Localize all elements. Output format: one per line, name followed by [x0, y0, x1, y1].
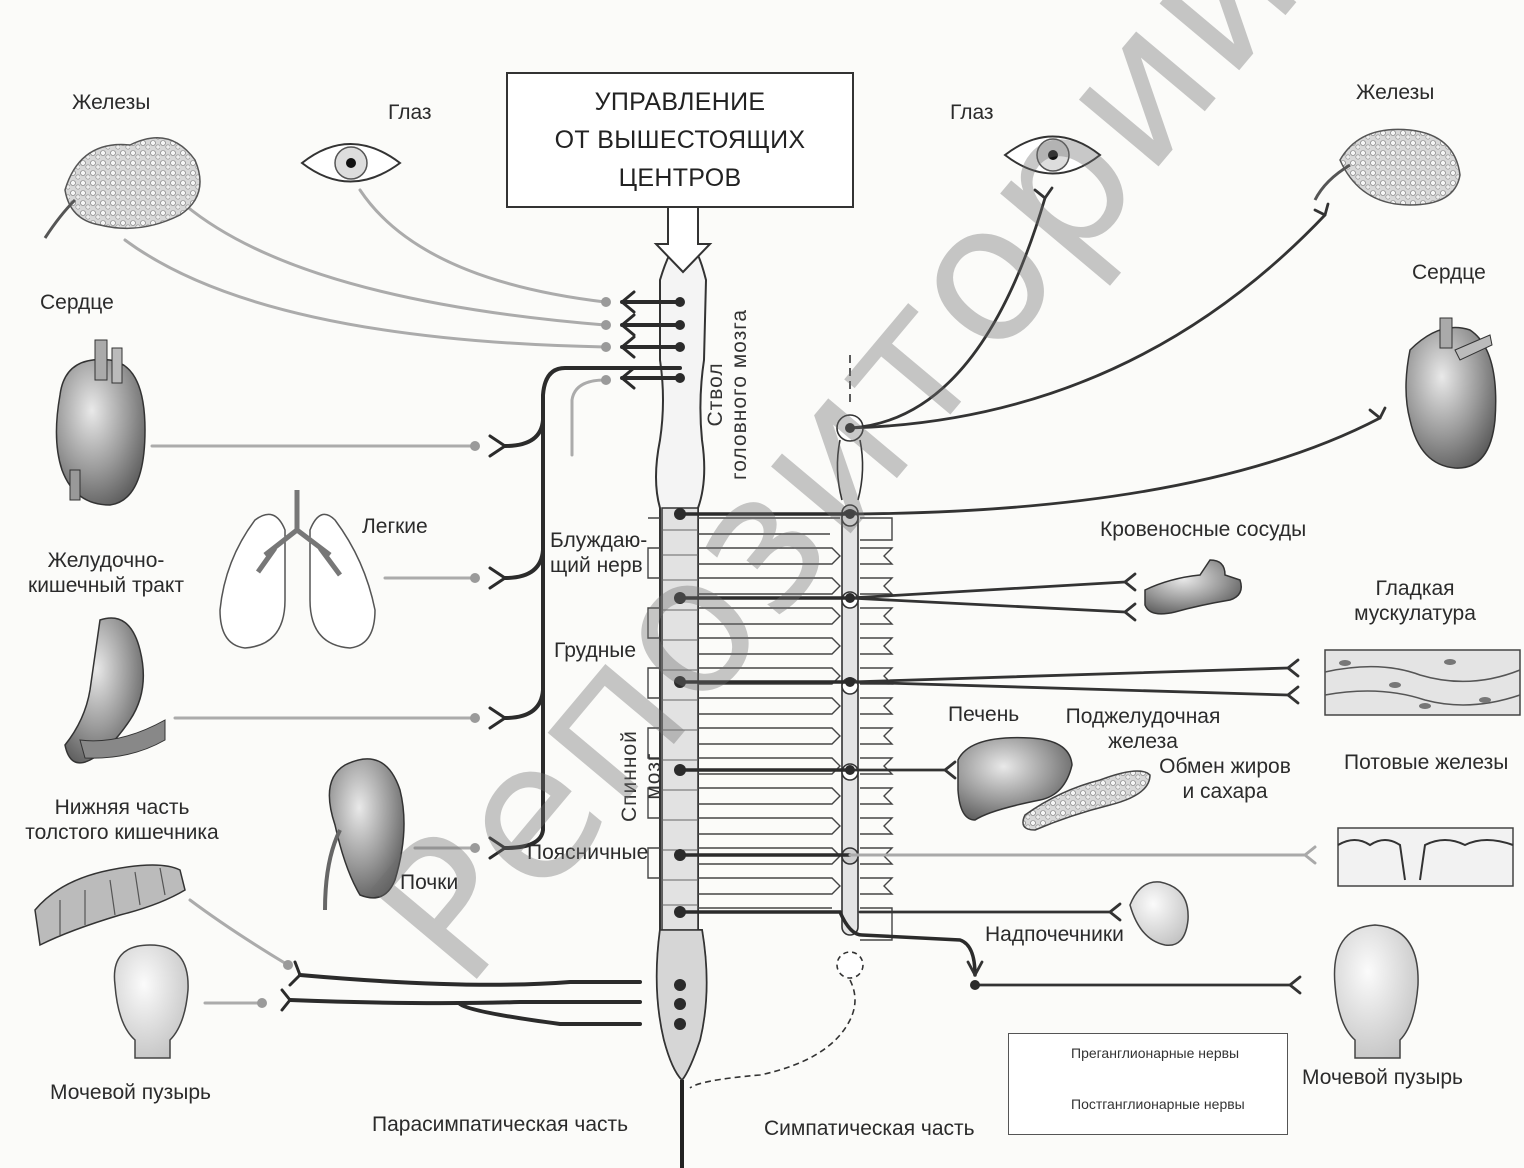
smooth-muscle-illustration: [1325, 650, 1520, 715]
left-eye-illustration: [302, 144, 400, 182]
legend-box: Преганглионарные нервы Постганглионарные…: [1008, 1033, 1288, 1135]
label-gi-tract-line-2: кишечный тракт: [14, 573, 198, 598]
label-spinal-line-1: Спинной: [618, 730, 642, 822]
label-thoracic: Грудные: [554, 638, 636, 663]
label-pancreas-line-1: Поджелудочная: [1058, 704, 1228, 729]
left-gland-illustration: [45, 138, 200, 238]
label-metabolism-line-1: Обмен жиров: [1150, 754, 1300, 779]
control-arrow: [656, 204, 710, 272]
label-brainstem-line-2: головного мозга: [728, 309, 752, 480]
label-left-eye: Глаз: [388, 100, 432, 125]
label-gi-tract: Желудочно- кишечный тракт: [14, 548, 198, 598]
right-gland-illustration: [1315, 129, 1460, 205]
sympathetic-nerves: [674, 188, 1385, 993]
higher-centers-line-3: ЦЕНТРОВ: [619, 159, 742, 197]
label-brainstem-line-1: Ствол: [704, 309, 728, 480]
label-lower-colon: Нижняя часть толстого кишечника: [12, 795, 232, 845]
right-eye-illustration: [1005, 137, 1100, 174]
label-kidneys: Почки: [400, 870, 458, 895]
lungs-illustration: [220, 490, 375, 648]
left-bladder-illustration: [114, 945, 188, 1058]
label-adrenals: Надпочечники: [985, 922, 1124, 947]
kidney-illustration: [325, 759, 404, 910]
label-lower-colon-line-2: толстого кишечника: [12, 820, 232, 845]
label-right-glands: Железы: [1356, 80, 1434, 105]
label-pancreas: Поджелудочная железа: [1058, 704, 1228, 754]
label-vagus-line-1: Блуждаю-: [550, 528, 647, 553]
stomach-illustration: [65, 618, 165, 763]
label-blood-vessels: Кровеносные сосуды: [1100, 517, 1306, 542]
label-sympathetic: Симпатическая часть: [764, 1116, 975, 1141]
blood-vessel-illustration: [1145, 560, 1241, 614]
label-spinal-cord: Спинной мозг: [618, 730, 666, 822]
label-right-heart: Сердце: [1412, 260, 1486, 285]
label-lungs: Легкие: [362, 514, 428, 539]
sweat-gland-illustration: [1338, 828, 1513, 886]
label-parasympathetic: Парасимпатическая часть: [372, 1112, 628, 1137]
higher-centers-line-1: УПРАВЛЕНИЕ: [595, 83, 766, 121]
adrenal-illustration: [1130, 882, 1188, 945]
legend-preganglionic: Преганглионарные нервы: [1071, 1045, 1239, 1061]
label-left-heart: Сердце: [40, 290, 114, 315]
label-smooth-muscle: Гладкая мускулатура: [1340, 576, 1490, 626]
label-metabolism-line-2: и сахара: [1150, 779, 1300, 804]
label-right-eye: Глаз: [950, 100, 994, 125]
label-lumbar: Поясничные: [527, 840, 648, 865]
label-smooth-muscle-line-1: Гладкая: [1340, 576, 1490, 601]
label-spinal-line-2: мозг: [642, 730, 666, 822]
label-sweat-glands: Потовые железы: [1344, 750, 1508, 775]
right-bladder-illustration: [1335, 925, 1419, 1058]
label-pancreas-line-2: железа: [1058, 729, 1228, 754]
legend-postganglionic: Постганглионарные нервы: [1071, 1096, 1245, 1112]
label-left-bladder: Мочевой пузырь: [50, 1080, 211, 1105]
higher-centers-box: УПРАВЛЕНИЕ ОТ ВЫШЕСТОЯЩИХ ЦЕНТРОВ: [506, 72, 854, 208]
left-heart-illustration: [56, 340, 145, 505]
label-vagus-nerve: Блуждаю- щий нерв: [550, 528, 647, 578]
label-liver: Печень: [948, 702, 1019, 727]
label-metabolism: Обмен жиров и сахара: [1150, 754, 1300, 804]
colon-illustration: [35, 865, 185, 945]
label-right-bladder: Мочевой пузырь: [1302, 1065, 1463, 1090]
label-brainstem: Ствол головного мозга: [704, 309, 752, 480]
label-gi-tract-line-1: Желудочно-: [14, 548, 198, 573]
label-vagus-line-2: щий нерв: [550, 553, 647, 578]
label-left-glands: Железы: [72, 90, 150, 115]
label-smooth-muscle-line-2: мускулатура: [1340, 601, 1490, 626]
higher-centers-line-2: ОТ ВЫШЕСТОЯЩИХ: [555, 121, 806, 159]
right-heart-illustration: [1406, 318, 1496, 468]
parasympathetic-nerves: [125, 190, 686, 1030]
label-lower-colon-line-1: Нижняя часть: [12, 795, 232, 820]
